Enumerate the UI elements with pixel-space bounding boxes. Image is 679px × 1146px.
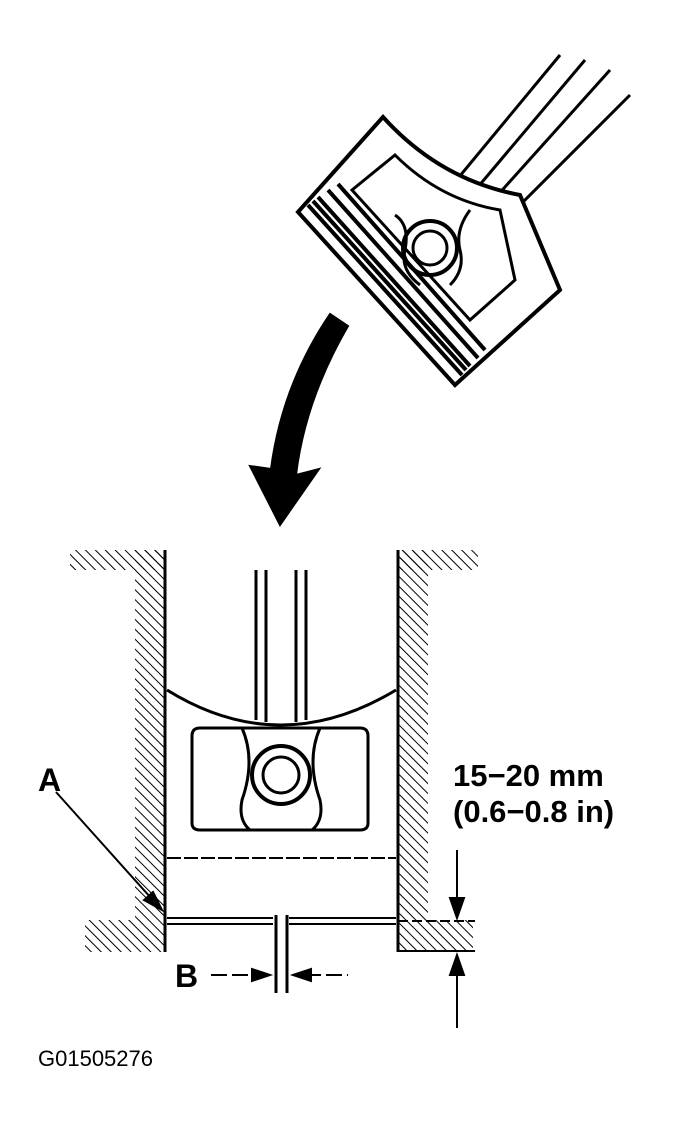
depth-dimension [398,850,475,1028]
installed-piston [166,570,397,859]
measurement-in-label: (0.6−0.8 in) [453,794,615,829]
tilted-piston-body [295,114,563,388]
installed-piston-pin [250,744,312,806]
measurement-mm-label: 15−20 mm [453,758,604,793]
insertion-arrow [248,312,350,527]
leader-a [55,791,165,913]
tilted-piston-rings [306,182,487,377]
installed-connecting-rod [254,570,308,722]
installed-piston-skirt [190,726,370,832]
cylinder-wall-right [396,550,478,952]
label-b: B [175,958,199,994]
tilted-piston-pin [401,219,459,277]
tilted-piston [295,54,632,388]
gap-b-dimension [211,967,348,983]
cylinder-wall-left [70,550,167,952]
label-a: A [38,762,62,798]
figure-code-label: G01505276 [38,1046,153,1071]
crown-gap-lines [167,915,396,993]
